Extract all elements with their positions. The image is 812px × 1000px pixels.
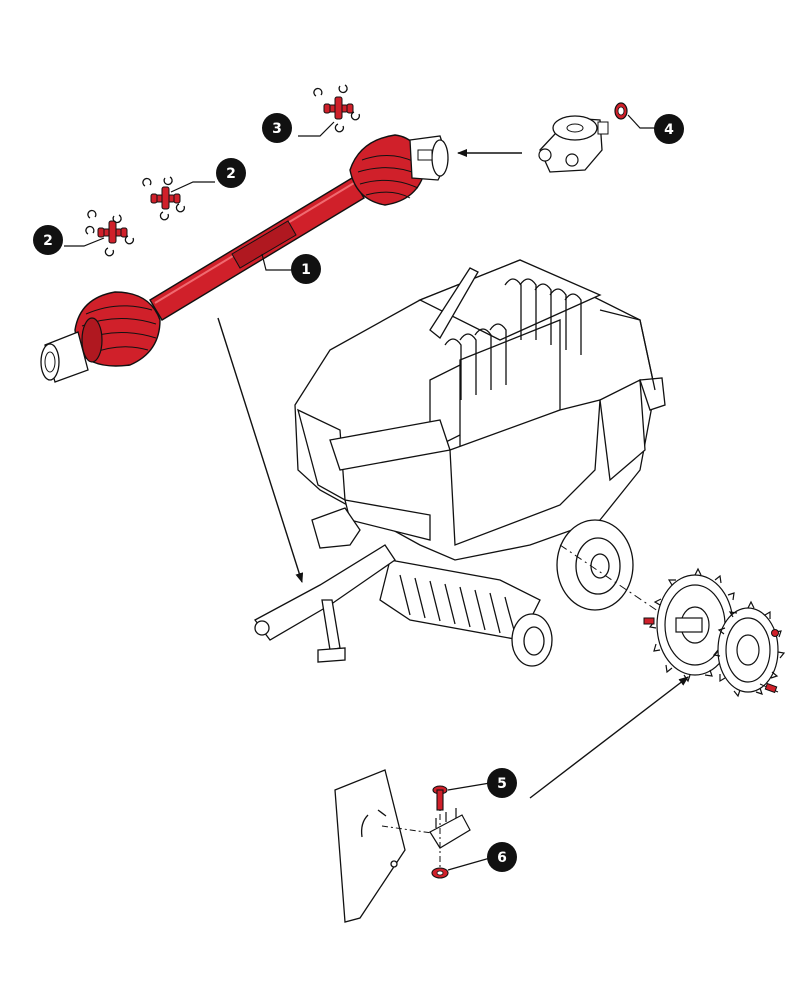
callout-3-leader [298, 121, 335, 137]
drawbar [254, 544, 396, 641]
universal-joint-cross-icon [150, 186, 181, 210]
implement-yoke [538, 115, 609, 173]
callout-2a-label: 2 [43, 233, 53, 249]
pto-drive-shaft[interactable] [40, 134, 449, 383]
callout-badge-icon [291, 254, 321, 284]
callout-5-leader [447, 782, 491, 791]
callout-4-label: 4 [664, 122, 674, 138]
sprocket-2 [712, 600, 786, 698]
callout-2a-leader [64, 237, 105, 247]
bolt-axis-line [381, 800, 441, 870]
callout-1-label: 1 [301, 262, 311, 278]
main-wheel [556, 519, 634, 611]
callout-badge-icon [487, 768, 517, 798]
callout-5[interactable]: 5 [487, 768, 517, 798]
callout-badge-icon [654, 114, 684, 144]
callout-6-leader [447, 857, 491, 871]
callout-3[interactable]: 3 [262, 113, 292, 143]
callout-3-label: 3 [272, 121, 282, 137]
callout-1[interactable]: 1 [291, 254, 321, 284]
callout-6-label: 6 [497, 850, 507, 866]
universal-joint-cross-2b[interactable] [142, 176, 215, 221]
left-guard-cone [74, 291, 161, 367]
nut[interactable] [431, 867, 449, 879]
universal-joint-cross-icon [97, 220, 128, 244]
right-yoke [409, 135, 449, 181]
callout-2b[interactable]: 2 [216, 158, 246, 188]
callout-5-label: 5 [497, 776, 507, 792]
callout-4-leader [627, 114, 656, 129]
shaft-to-baler-arrow [217, 317, 304, 583]
callout-badge-icon [216, 158, 246, 188]
shaft-ring[interactable] [614, 102, 628, 120]
sprocket-1 [648, 567, 741, 683]
guard-to-sprocket-arrow [529, 676, 689, 799]
sprocket-bolts [643, 617, 779, 694]
universal-joint-cross-icon [323, 96, 354, 120]
callout-4[interactable]: 4 [654, 114, 684, 144]
round-baler [254, 259, 666, 667]
universal-joint-cross-3[interactable] [298, 84, 361, 137]
callout-badge-icon [262, 113, 292, 143]
callout-badge-icon [487, 842, 517, 872]
bolt[interactable] [432, 785, 448, 811]
callout-2b-leader [170, 181, 215, 193]
universal-joint-cross-2a[interactable] [64, 209, 135, 257]
guard-plate [334, 769, 406, 923]
callout-1-leader [261, 253, 296, 271]
shaft-inner-tube [231, 220, 297, 269]
callout-2a[interactable]: 2 [33, 225, 63, 255]
left-yoke [40, 331, 89, 383]
callout-6[interactable]: 6 [487, 842, 517, 872]
callout-2b-label: 2 [226, 166, 236, 182]
pickup-wheel [511, 613, 553, 667]
callout-badge-icon [33, 225, 63, 255]
bracket-clip [429, 808, 471, 849]
